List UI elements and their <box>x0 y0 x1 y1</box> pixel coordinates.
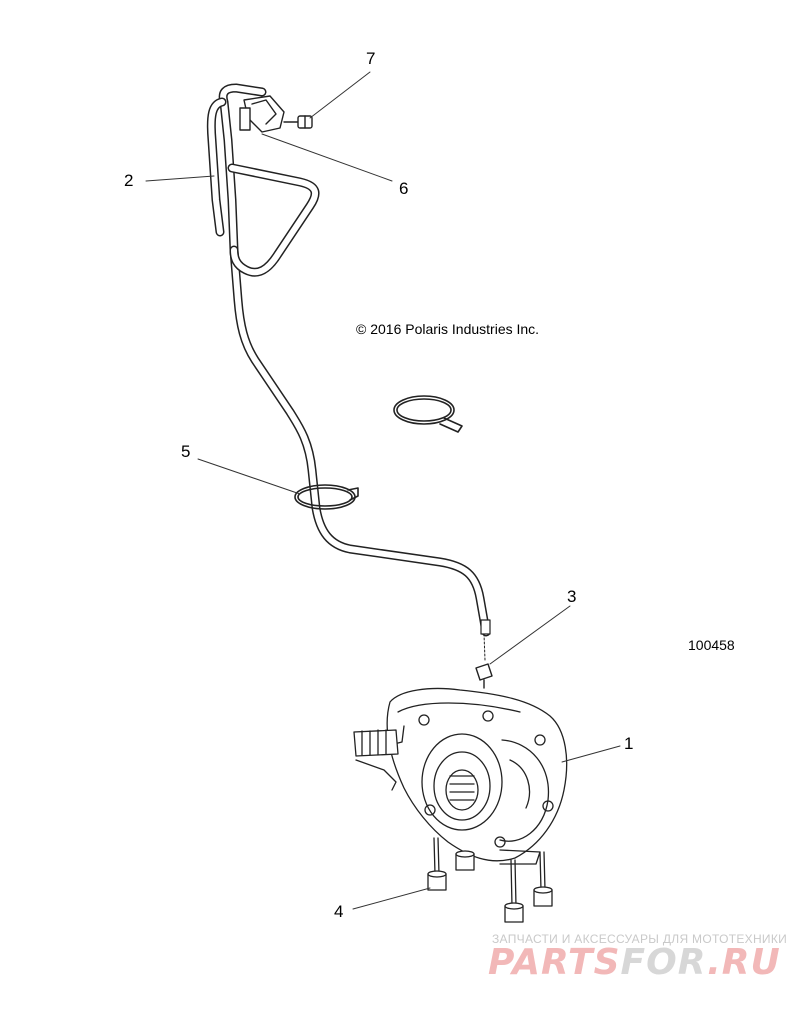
callout-6: 6 <box>399 179 409 198</box>
callout-4: 4 <box>334 902 344 921</box>
callout-1: 1 <box>624 734 634 753</box>
vent-hose <box>206 83 491 661</box>
bolt <box>533 851 553 907</box>
figure-id: 100458 <box>688 637 735 653</box>
gearcase <box>353 687 568 865</box>
flange-nut <box>297 115 313 129</box>
watermark-logo-part2: FOR <box>620 942 708 983</box>
callout-2: 2 <box>124 171 134 190</box>
bolt <box>455 850 475 871</box>
leader-lines <box>145 71 621 910</box>
bolt <box>504 859 524 923</box>
watermark-tagline: ЗАПЧАСТИ И АКСЕССУАРЫ ДЛЯ МОТОТЕХНИКИ <box>492 932 788 946</box>
hose-bracket <box>239 95 301 133</box>
watermark-logo-part1: PARTS <box>488 942 621 983</box>
watermark-logo: PARTSFOR.RU <box>488 942 781 983</box>
bolts <box>427 837 553 923</box>
bolt <box>427 837 447 891</box>
copyright-notice: © 2016 Polaris Industries Inc. <box>356 321 540 337</box>
watermark-logo-part3: .RU <box>707 942 781 983</box>
callout-7: 7 <box>366 49 376 68</box>
hose-clamp-loose <box>393 395 463 433</box>
callout-3: 3 <box>567 587 577 606</box>
hose-clamp <box>294 484 359 510</box>
callout-5: 5 <box>181 442 191 461</box>
hose-fitting <box>475 663 493 689</box>
